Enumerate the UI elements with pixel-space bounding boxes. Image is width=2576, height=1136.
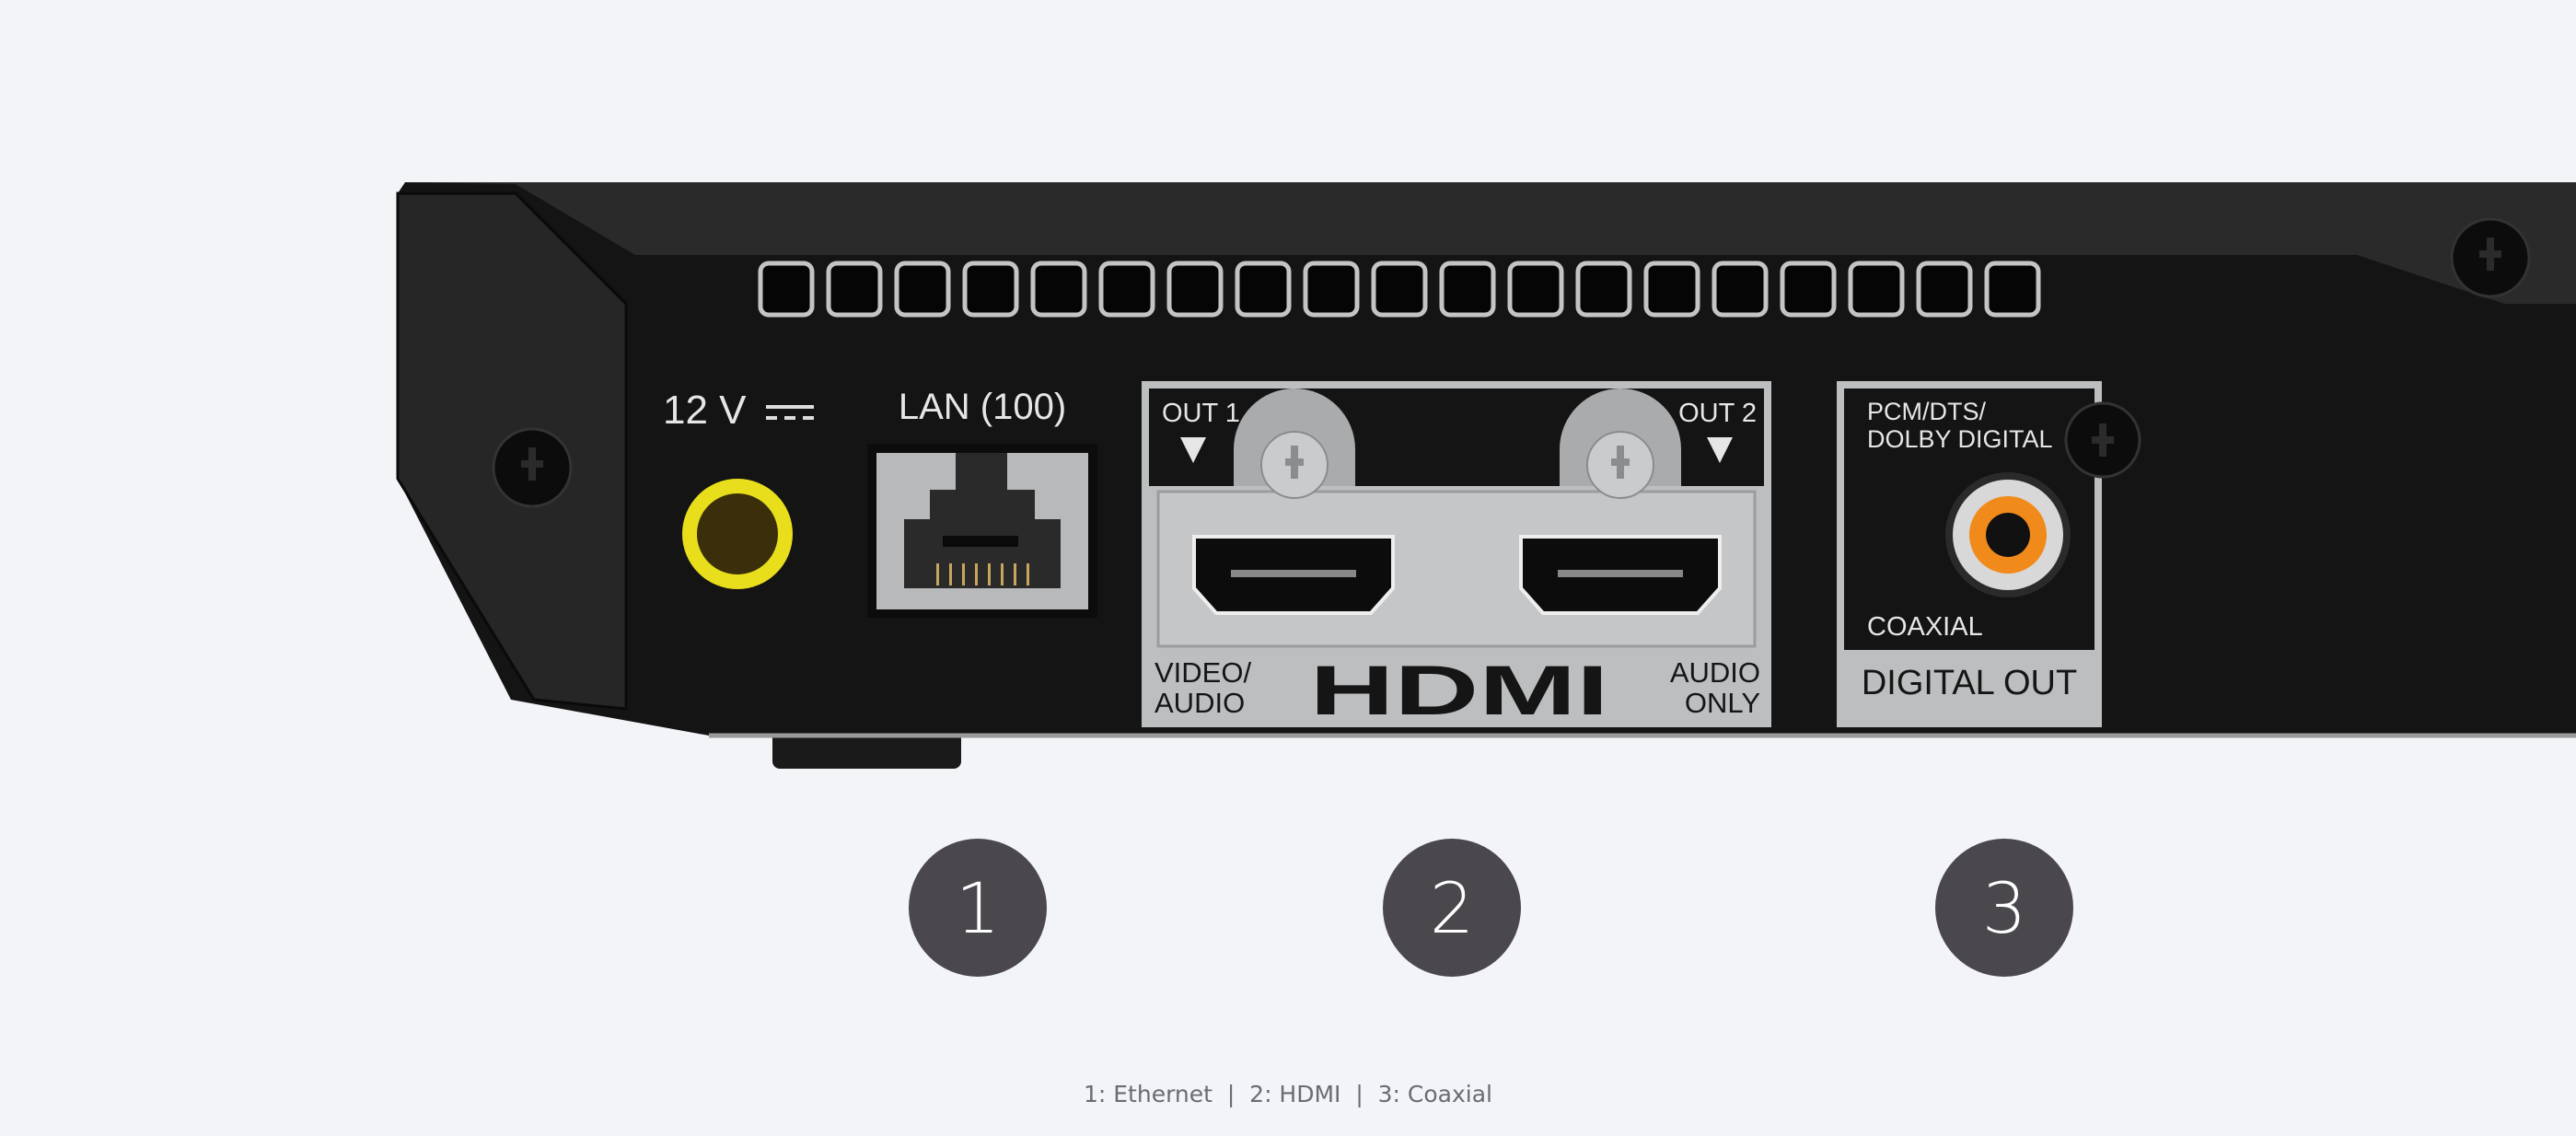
vent-row	[758, 261, 2041, 318]
vent-slot	[1166, 261, 1224, 318]
vent-slot	[1575, 261, 1632, 318]
caption: 1: Ethernet | 2: HDMI | 3: Coaxial	[1083, 1081, 1492, 1107]
vent-slot	[758, 261, 815, 318]
hdmi-out1-label: OUT 1	[1162, 399, 1240, 428]
screw-icon	[2064, 401, 2141, 479]
vent-slot	[1507, 261, 1564, 318]
screw-icon	[2450, 217, 2531, 298]
vent-slot	[1712, 261, 1769, 318]
vent-slot	[1439, 261, 1496, 318]
lan-port[interactable]	[867, 444, 1097, 618]
video-audio-label-2: AUDIO	[1155, 687, 1245, 719]
digital-out-title: DIGITAL OUT	[1862, 664, 2077, 702]
digital-format-label-1: PCM/DTS/	[1867, 398, 1987, 425]
screw-icon	[1260, 431, 1329, 499]
coaxial-label: COAXIAL	[1867, 612, 1983, 642]
screw-icon	[1586, 431, 1654, 499]
dc-symbol-icon	[766, 405, 814, 420]
marker-2: 2	[1383, 839, 1521, 977]
power-jack[interactable]	[682, 479, 793, 589]
marker-1: 1	[909, 839, 1047, 977]
vent-slot	[1984, 261, 2041, 318]
hdmi-port-out2[interactable]	[1519, 535, 1722, 615]
screw-icon	[492, 427, 573, 508]
vent-slot	[1916, 261, 1973, 318]
vent-slot	[826, 261, 883, 318]
vent-slot	[1098, 261, 1155, 318]
device-top-band	[405, 182, 2576, 304]
vent-slot	[1371, 261, 1428, 318]
vent-slot	[894, 261, 951, 318]
audio-only-label-2: ONLY	[1685, 687, 1760, 719]
hdmi-logo: HDMI	[1310, 652, 1609, 730]
vent-slot	[1235, 261, 1292, 318]
power-label: 12 V	[663, 388, 747, 433]
marker-3: 3	[1935, 839, 2073, 977]
vent-slot	[962, 261, 1019, 318]
digital-format-label-2: DOLBY DIGITAL	[1867, 425, 2053, 453]
video-audio-label-1: VIDEO/	[1155, 656, 1251, 689]
down-arrow-icon	[1180, 437, 1206, 463]
vent-slot	[1848, 261, 1905, 318]
hdmi-out2-label: OUT 2	[1678, 399, 1757, 428]
vent-slot	[1030, 261, 1087, 318]
lan-label: LAN (100)	[899, 387, 1066, 427]
down-arrow-icon	[1707, 437, 1733, 463]
vent-slot	[1303, 261, 1360, 318]
audio-only-label-1: AUDIO	[1670, 656, 1760, 689]
vent-slot	[1780, 261, 1837, 318]
vent-slot	[1643, 261, 1700, 318]
hdmi-port-out1[interactable]	[1192, 535, 1395, 615]
coaxial-jack[interactable]	[1945, 472, 2071, 597]
digital-out-panel: PCM/DTS/ DOLBY DIGITAL COAXIAL DIGITAL O…	[1837, 381, 2102, 727]
